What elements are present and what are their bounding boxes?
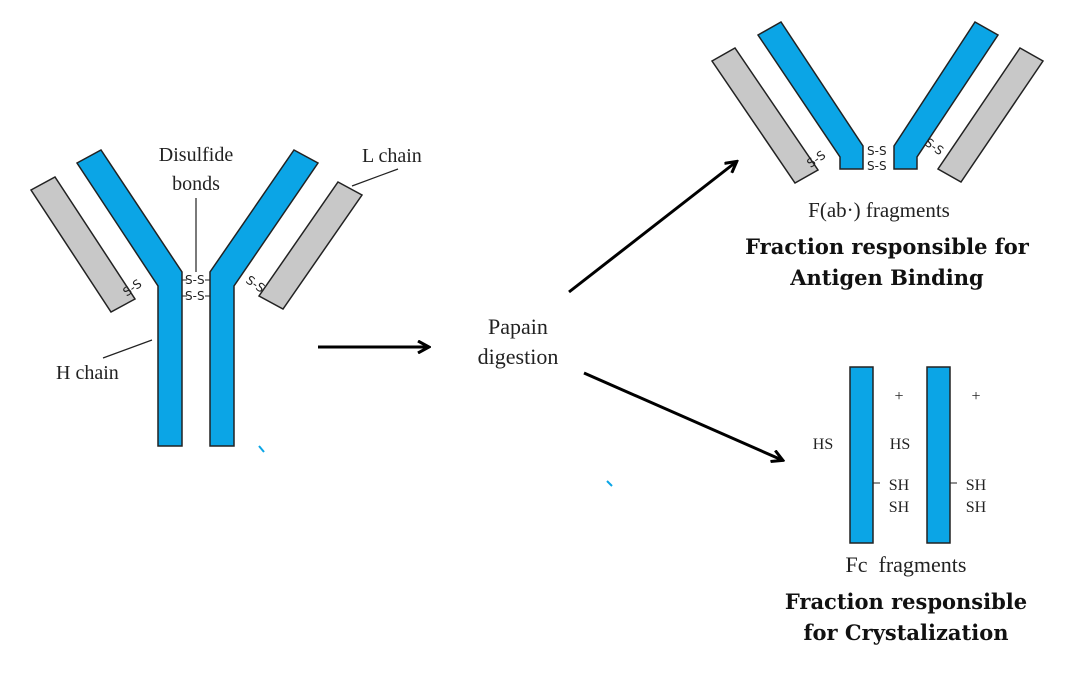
ss-bond-hinge-1: S-S: [185, 273, 205, 287]
bonds-label: bonds: [172, 173, 220, 195]
fab-heavy-chain-left: [756, 21, 864, 170]
fc-hs-left: HS: [813, 436, 833, 453]
fc-plus-2: +: [971, 388, 980, 405]
fc-hs-right: HS: [890, 436, 910, 453]
papain-label: Papain: [488, 314, 548, 339]
fc-plus-1: +: [894, 388, 903, 405]
fab-label: F(ab·) fragments: [808, 198, 950, 222]
fc-sh-3: SH: [966, 477, 987, 494]
fab-fragments: S-S S-S S-S S-S F(ab·) fragments Fractio…: [710, 21, 1045, 290]
fc-chain-right: [926, 366, 951, 544]
fab-ss-hinge-1: S-S: [867, 144, 887, 158]
arrow-to-fc: [583, 371, 782, 460]
fc-caption-line2: for Crystalization: [804, 620, 1009, 645]
h-chain-label: H chain: [56, 362, 119, 384]
arrow-to-fab: [568, 162, 736, 294]
fc-fragments: + + HS HS SH SH SH SH Fc fragments Fract…: [785, 366, 1027, 645]
l-chain-label: L chain: [362, 145, 422, 167]
fc-sh-2: SH: [889, 499, 910, 516]
fab-caption-line1: Fraction responsible for: [745, 234, 1030, 259]
fab-caption-line2: Antigen Binding: [789, 265, 984, 290]
light-chain-right: [257, 181, 364, 310]
fab-light-chain-right: [936, 47, 1045, 183]
ss-bond-hinge-2: S-S: [185, 289, 205, 303]
disulfide-label: Disulfide: [159, 144, 234, 166]
fc-chain-left: [849, 366, 874, 544]
fc-caption-line1: Fraction responsible: [785, 589, 1027, 614]
heavy-chain-right: [209, 149, 320, 447]
light-chain-left: [29, 176, 137, 313]
fc-sh-1: SH: [889, 477, 910, 494]
fc-sh-4: SH: [966, 499, 987, 516]
fab-light-chain-left: [710, 47, 820, 184]
intact-antibody: S-S S-S S-S S-S Disulfide bonds L chain …: [29, 144, 422, 453]
h-chain-pointer: [102, 339, 153, 359]
l-chain-pointer: [351, 168, 399, 187]
heavy-chain-left: [75, 149, 183, 447]
digestion-label: digestion: [478, 344, 559, 369]
fab-heavy-chain-right: [893, 21, 1000, 170]
fc-label: Fc fragments: [846, 552, 967, 577]
fab-ss-hinge-2: S-S: [867, 159, 887, 173]
